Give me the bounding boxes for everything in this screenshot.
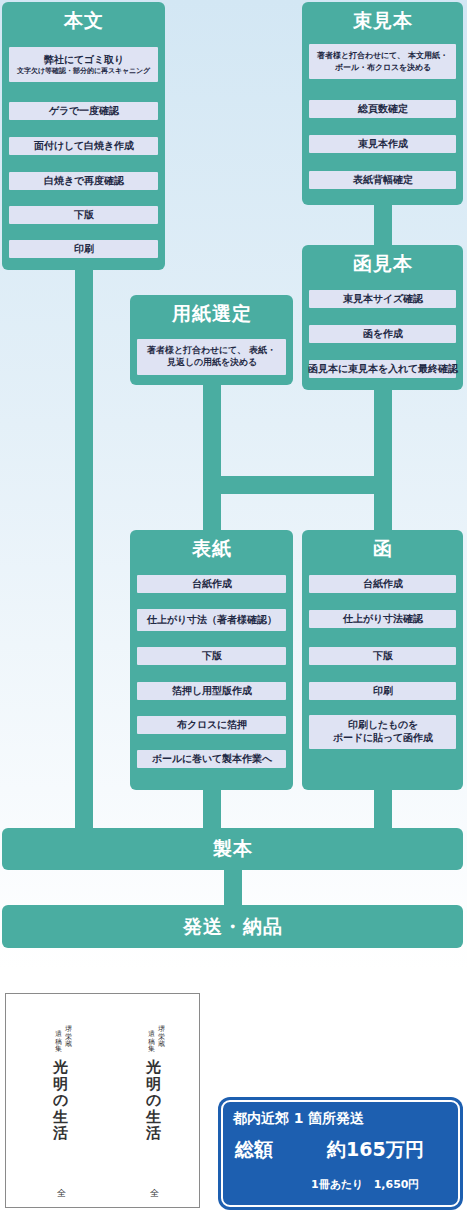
book-cover: 堺栄蔵遺稿集光明の生活全堺栄蔵遺稿集光明の生活全 [5, 993, 200, 1208]
process-step: 仕上がり寸法（著者様確認） [137, 609, 286, 631]
cover-title: 遺稿集 [55, 1031, 62, 1054]
group-heading: 函見本 [302, 245, 463, 276]
cover-title: 遺稿集 [148, 1031, 155, 1054]
step-label: 函を作成 [363, 327, 403, 341]
process-step: 下版 [309, 647, 456, 665]
step-label: 白焼きで再度確認 [44, 174, 124, 188]
step-label: 総頁数確定 [358, 102, 408, 116]
price-box: 都内近郊 1 箇所発送総額 約165万円 1冊あたり 1,650円 [221, 1100, 460, 1207]
process-step: 下版 [9, 206, 158, 224]
step-label: 仕上がり寸法（著者様確認） [147, 613, 277, 627]
group-heading: 用紙選定 [130, 295, 293, 326]
group-heading: 表紙 [130, 530, 293, 561]
step-label: 著者様と打合わせにて、 表紙・見返しの用紙を決める [139, 345, 284, 368]
step-label: 束見本サイズ確認 [343, 292, 423, 306]
process-step: 布クロスに箔押 [137, 716, 286, 734]
process-step: 箔押し用型版作成 [137, 682, 286, 700]
process-group: 函台紙作成仕上がり寸法確認下版印刷印刷したものを ボードに貼って函作成 [302, 530, 463, 790]
process-step: 台紙作成 [309, 575, 456, 593]
group-heading: 本文 [2, 2, 165, 33]
price-text: 1冊あたり 1,650円 [311, 1178, 419, 1191]
process-step: 弊社にてゴミ取り文字欠け等確認・部分的に再スキャニング [9, 47, 158, 82]
process-step: 総頁数確定 [309, 100, 456, 118]
process-step: 仕上がり寸法確認 [309, 610, 456, 628]
step-label: 下版 [74, 208, 94, 222]
flow-connector [374, 205, 392, 245]
process-step: 白焼きで再度確認 [9, 172, 158, 190]
cover-title: 全 [150, 1189, 159, 1199]
step-label: 仕上がり寸法確認 [343, 612, 423, 626]
process-band: 発送・納品 [2, 905, 463, 948]
flow-connector [75, 270, 93, 828]
cover-title: 光明の生活 [53, 1059, 68, 1142]
step-label: 文字欠け等確認・部分的に再スキャニング [17, 66, 150, 76]
cover-title: 全 [57, 1189, 66, 1199]
cover-title: 堺栄蔵 [65, 1026, 72, 1049]
process-group: 函見本束見本サイズ確認函を作成函見本に束見本を入れて最終確認 [302, 245, 463, 390]
process-step: 印刷 [309, 682, 456, 700]
step-label: 台紙作成 [192, 577, 232, 591]
process-step: 面付けして白焼き作成 [9, 137, 158, 155]
process-group: 本文弊社にてゴミ取り文字欠け等確認・部分的に再スキャニングゲラで一度確認面付けし… [2, 2, 165, 270]
flow-connector [212, 390, 383, 530]
price-text: 約165万円 [327, 1138, 424, 1161]
step-label: 台紙作成 [363, 577, 403, 591]
step-label: 下版 [373, 649, 393, 663]
step-label: 印刷 [373, 684, 393, 698]
process-step: 台紙作成 [137, 575, 286, 593]
flow-connector [212, 385, 383, 530]
process-step: 表紙背幅確定 [309, 171, 456, 189]
process-group: 束見本著者様と打合わせにて、 本文用紙・ボール・布クロスを決める総頁数確定束見本… [302, 2, 463, 205]
band-label: 製本 [213, 836, 253, 862]
process-step: ボールに巻いて製本作業へ [137, 750, 286, 768]
process-band: 製本 [2, 828, 463, 870]
step-label: ボールに巻いて製本作業へ [152, 752, 272, 766]
cover-title: 光明の生活 [146, 1059, 161, 1142]
process-step: 函を作成 [309, 325, 456, 343]
process-step: 著者様と打合わせにて、 表紙・見返しの用紙を決める [137, 339, 286, 375]
step-label: 弊社にてゴミ取り [44, 53, 124, 67]
process-step: 印刷 [9, 240, 158, 258]
process-step: ゲラで一度確認 [9, 102, 158, 120]
process-step: 束見本サイズ確認 [309, 290, 456, 308]
process-group: 用紙選定著者様と打合わせにて、 表紙・見返しの用紙を決める [130, 295, 293, 385]
step-label: 下版 [202, 649, 222, 663]
process-step: 束見本作成 [309, 135, 456, 153]
step-label: 著者様と打合わせにて、 本文用紙・ボール・布クロスを決める [311, 50, 454, 72]
process-step: 函見本に束見本を入れて最終確認 [309, 360, 456, 378]
group-heading: 束見本 [302, 2, 463, 33]
step-label: 布クロスに箔押 [177, 718, 247, 732]
step-label: ゲラで一度確認 [49, 104, 119, 118]
process-step: 著者様と打合わせにて、 本文用紙・ボール・布クロスを決める [309, 44, 456, 79]
step-label: 面付けして白焼き作成 [34, 139, 134, 153]
price-text: 都内近郊 1 箇所発送 [233, 1110, 365, 1127]
step-label: 函見本に束見本を入れて最終確認 [308, 362, 458, 376]
flow-connector [203, 790, 221, 828]
flow-connector [224, 870, 242, 905]
cover-title: 堺栄蔵 [158, 1026, 165, 1049]
step-label: 印刷 [74, 242, 94, 256]
process-step: 印刷したものを ボードに貼って函作成 [309, 715, 456, 749]
step-label: 箔押し用型版作成 [172, 684, 252, 698]
band-label: 発送・納品 [183, 914, 283, 940]
group-heading: 函 [302, 530, 463, 561]
process-step: 下版 [137, 647, 286, 665]
price-text: 総額 [235, 1138, 273, 1161]
step-label: 印刷したものを ボードに貼って函作成 [311, 719, 454, 745]
step-label: 表紙背幅確定 [353, 173, 413, 187]
step-label: 束見本作成 [358, 137, 408, 151]
flow-connector [374, 790, 392, 828]
process-group: 表紙台紙作成仕上がり寸法（著者様確認） 下版箔押し用型版作成布クロスに箔押ボールに… [130, 530, 293, 790]
